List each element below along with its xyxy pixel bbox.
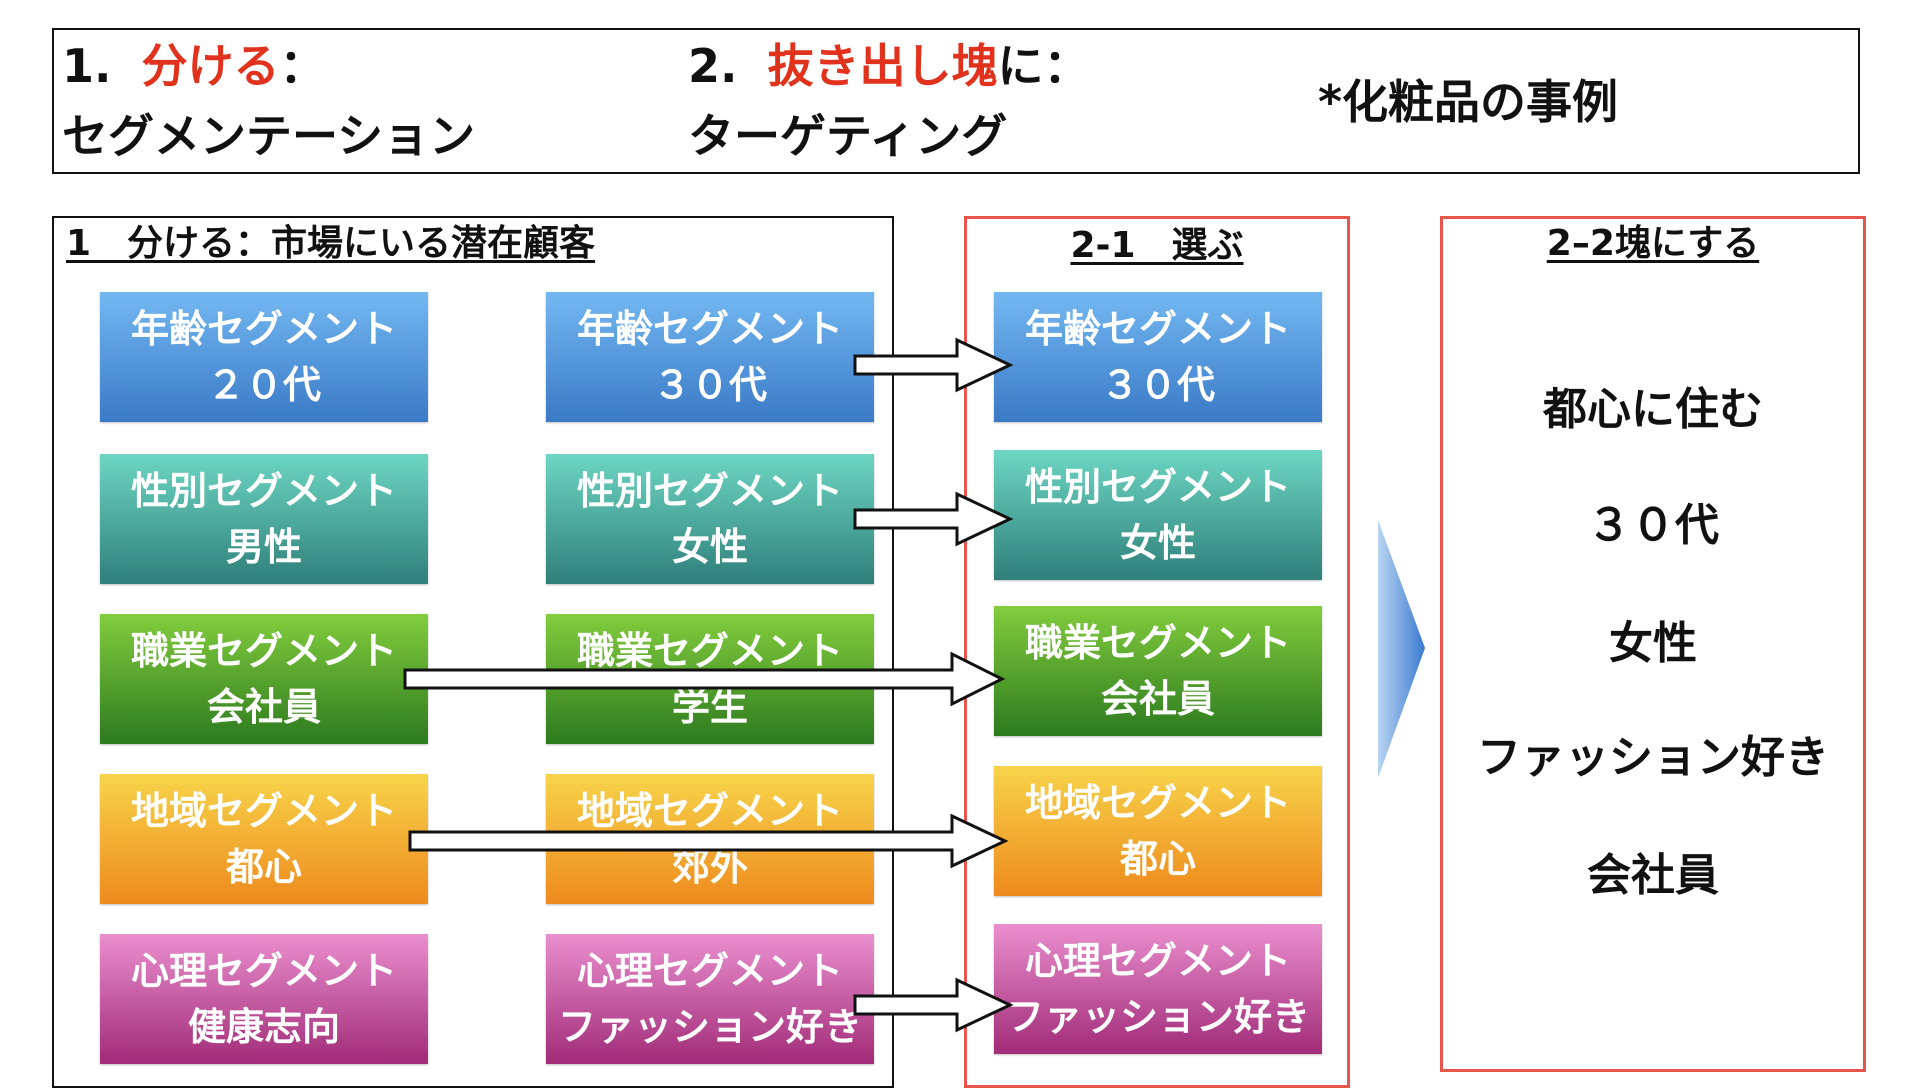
item1-highlight: 分ける xyxy=(141,39,280,93)
segment-title: 心理セグメント xyxy=(1024,939,1291,983)
segment-value: ２０代 xyxy=(206,363,321,407)
segment-title: 心理セグメント xyxy=(130,949,397,993)
segment-value: 都心 xyxy=(1119,837,1196,881)
segment-value: 女性 xyxy=(1119,521,1196,565)
segment-value: 男性 xyxy=(225,525,302,569)
segment-value: ３０代 xyxy=(1100,363,1215,407)
selected-region-urban: 地域セグメント 都心 xyxy=(994,766,1322,896)
segment-title: 地域セグメント xyxy=(1024,781,1291,825)
segment-value: ファッション好き xyxy=(557,1005,862,1049)
item1-subtitle: セグメンテーション xyxy=(62,109,476,163)
segment-age-20s: 年齢セグメント ２０代 xyxy=(100,292,428,422)
item2-number: 2. xyxy=(688,39,738,93)
cluster-item: 会社員 xyxy=(1587,850,1719,901)
segment-gender-female: 性別セグメント 女性 xyxy=(546,454,874,584)
case-note: *化粧品の事例 xyxy=(1318,75,1619,129)
segment-value: 会社員 xyxy=(1100,677,1215,721)
segment-value: 都心 xyxy=(225,845,302,889)
cluster-item: 女性 xyxy=(1609,618,1697,669)
segment-title: 職業セグメント xyxy=(130,629,397,673)
panel-segmentation-title: 1 分ける：市場にいる潜在顧客 xyxy=(66,223,596,264)
segment-title: 性別セグメント xyxy=(576,469,843,513)
cluster-item: ３０代 xyxy=(1587,500,1719,551)
item2-suffix: に： xyxy=(997,39,1090,93)
segment-title: 性別セグメント xyxy=(130,469,397,513)
segment-title: 職業セグメント xyxy=(1024,621,1291,665)
header-item-1: 1. 分ける： xyxy=(62,38,326,94)
segment-value: 郊外 xyxy=(671,845,748,889)
segment-title: 地域セグメント xyxy=(576,789,843,833)
segment-value: 女性 xyxy=(671,525,748,569)
segment-title: 年齢セグメント xyxy=(1024,307,1291,351)
segment-value: 健康志向 xyxy=(187,1005,340,1049)
segment-title: 年齢セグメント xyxy=(576,307,843,351)
selected-age-30s: 年齢セグメント ３０代 xyxy=(994,292,1322,422)
cluster-item: ファッション好き xyxy=(1477,732,1829,783)
big-arrow-right xyxy=(1378,520,1425,778)
segment-value: 学生 xyxy=(671,685,748,729)
segment-value: ファッション好き xyxy=(1005,995,1310,1039)
segment-title: 心理セグメント xyxy=(576,949,843,993)
segment-age-30s: 年齢セグメント ３０代 xyxy=(546,292,874,422)
segment-psych-health: 心理セグメント 健康志向 xyxy=(100,934,428,1064)
panel-cluster-title: 2–2塊にする xyxy=(1546,223,1760,264)
segment-gender-male: 性別セグメント 男性 xyxy=(100,454,428,584)
segment-title: 年齢セグメント xyxy=(130,307,397,351)
item1-number: 1. xyxy=(62,39,112,93)
header-box xyxy=(52,28,1860,174)
segment-title: 性別セグメント xyxy=(1024,465,1291,509)
panel-select-title: 2-1 選ぶ xyxy=(1070,225,1244,266)
selected-job-office-worker: 職業セグメント 会社員 xyxy=(994,606,1322,736)
segment-psych-fashion: 心理セグメント ファッション好き xyxy=(546,934,874,1064)
panel-cluster xyxy=(1440,216,1866,1072)
item1-colon: ： xyxy=(279,39,326,93)
item2-highlight: 抜き出し塊 xyxy=(767,39,998,93)
segment-region-suburb: 地域セグメント 郊外 xyxy=(546,774,874,904)
item2-subtitle: ターゲティング xyxy=(688,109,1008,163)
selected-psych-fashion: 心理セグメント ファッション好き xyxy=(994,924,1322,1054)
segment-value: 会社員 xyxy=(206,685,321,729)
segment-title: 職業セグメント xyxy=(576,629,843,673)
header-item-2: 2. 抜き出し塊に： xyxy=(688,38,1090,94)
segment-job-student: 職業セグメント 学生 xyxy=(546,614,874,744)
segment-title: 地域セグメント xyxy=(130,789,397,833)
cluster-item: 都心に住む xyxy=(1543,384,1763,435)
selected-gender-female: 性別セグメント 女性 xyxy=(994,450,1322,580)
segment-value: ３０代 xyxy=(652,363,767,407)
segment-region-urban: 地域セグメント 都心 xyxy=(100,774,428,904)
segment-job-office-worker: 職業セグメント 会社員 xyxy=(100,614,428,744)
